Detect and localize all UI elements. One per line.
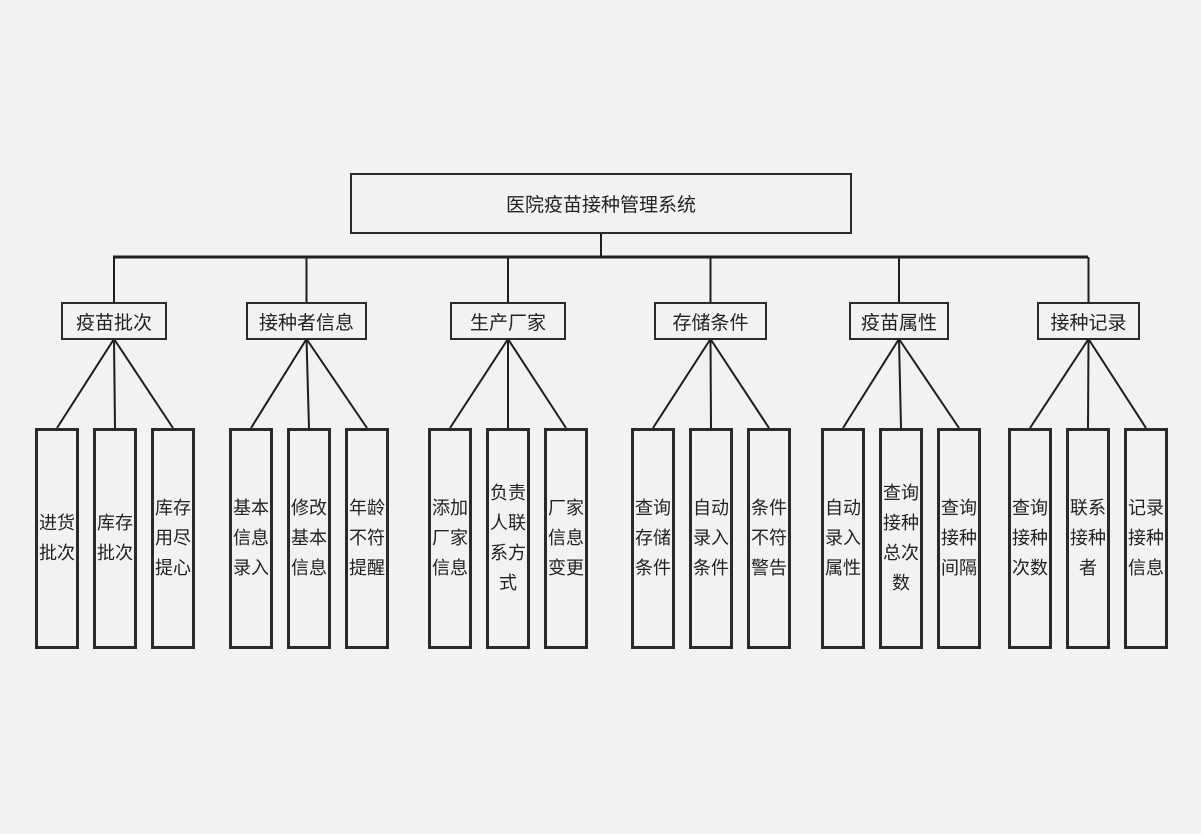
function-label: 查询接种间隔: [941, 497, 977, 579]
root-label: 医院疫苗接种管理系统: [505, 194, 696, 216]
root-node: 医院疫苗接种管理系统: [350, 173, 852, 234]
branch-line: [1087, 338, 1147, 429]
function-label: 添加厂家信息: [432, 497, 468, 579]
function-node: 库存用尽提心: [151, 428, 195, 649]
function-label: 基本信息录入: [233, 497, 269, 579]
module-node: 生产厂家: [450, 302, 566, 340]
module-label: 接种记录: [1050, 311, 1127, 334]
module-label: 接种者信息: [258, 311, 354, 334]
function-node: 条件不符警告: [747, 428, 791, 649]
branch-line: [113, 338, 116, 429]
branch-line: [898, 338, 902, 429]
function-node: 自动录入属性: [821, 428, 865, 649]
function-label: 进货批次: [39, 512, 75, 564]
function-label: 自动录入属性: [825, 497, 861, 579]
branch-line: [250, 338, 308, 429]
function-node: 联系接种者: [1066, 428, 1110, 649]
function-label: 自动录入条件: [693, 497, 729, 579]
module-label: 疫苗批次: [75, 311, 152, 334]
branch-line: [56, 338, 115, 429]
function-label: 条件不符警告: [751, 497, 787, 579]
function-node: 添加厂家信息: [428, 428, 472, 649]
function-node: 负责人联系方式: [486, 428, 530, 649]
function-node: 查询接种总次数: [879, 428, 923, 649]
function-label: 联系接种者: [1070, 497, 1106, 579]
module-node: 疫苗属性: [849, 302, 949, 340]
function-node: 自动录入条件: [689, 428, 733, 649]
module-label: 生产厂家: [469, 311, 546, 334]
function-node: 查询接种次数: [1008, 428, 1052, 649]
function-label: 年龄不符提醒: [349, 497, 385, 579]
function-label: 厂家信息变更: [548, 497, 584, 579]
module-label: 疫苗属性: [860, 311, 937, 334]
branch-line: [842, 338, 900, 429]
function-label: 负责人联系方式: [490, 482, 526, 594]
function-label: 修改基本信息: [291, 497, 327, 579]
function-label: 库存用尽提心: [155, 497, 191, 579]
branch-line: [113, 338, 174, 429]
function-node: 记录接种信息: [1124, 428, 1168, 649]
function-node: 基本信息录入: [229, 428, 273, 649]
module-node: 接种记录: [1037, 302, 1140, 340]
branch-line: [709, 338, 712, 429]
function-label: 记录接种信息: [1128, 497, 1164, 579]
function-node: 库存批次: [93, 428, 137, 649]
function-label: 查询接种总次数: [883, 482, 919, 594]
branch-line: [449, 338, 509, 429]
branch-line: [305, 338, 368, 429]
function-node: 厂家信息变更: [544, 428, 588, 649]
function-label: 库存批次: [97, 512, 133, 564]
function-node: 年龄不符提醒: [345, 428, 389, 649]
function-label: 查询存储条件: [635, 497, 671, 579]
branch-line: [1087, 338, 1090, 429]
module-node: 疫苗批次: [61, 302, 167, 340]
branch-line: [898, 338, 960, 429]
branch-line: [507, 338, 567, 429]
function-node: 查询存储条件: [631, 428, 675, 649]
branch-line: [1029, 338, 1090, 429]
module-node: 接种者信息: [246, 302, 367, 340]
branch-line: [709, 338, 770, 429]
module-node: 存储条件: [654, 302, 767, 340]
function-label: 查询接种次数: [1012, 497, 1048, 579]
function-node: 进货批次: [35, 428, 79, 649]
module-label: 存储条件: [672, 311, 749, 334]
function-node: 修改基本信息: [287, 428, 331, 649]
function-node: 查询接种间隔: [937, 428, 981, 649]
branch-line: [652, 338, 712, 429]
branch-line: [305, 338, 310, 429]
